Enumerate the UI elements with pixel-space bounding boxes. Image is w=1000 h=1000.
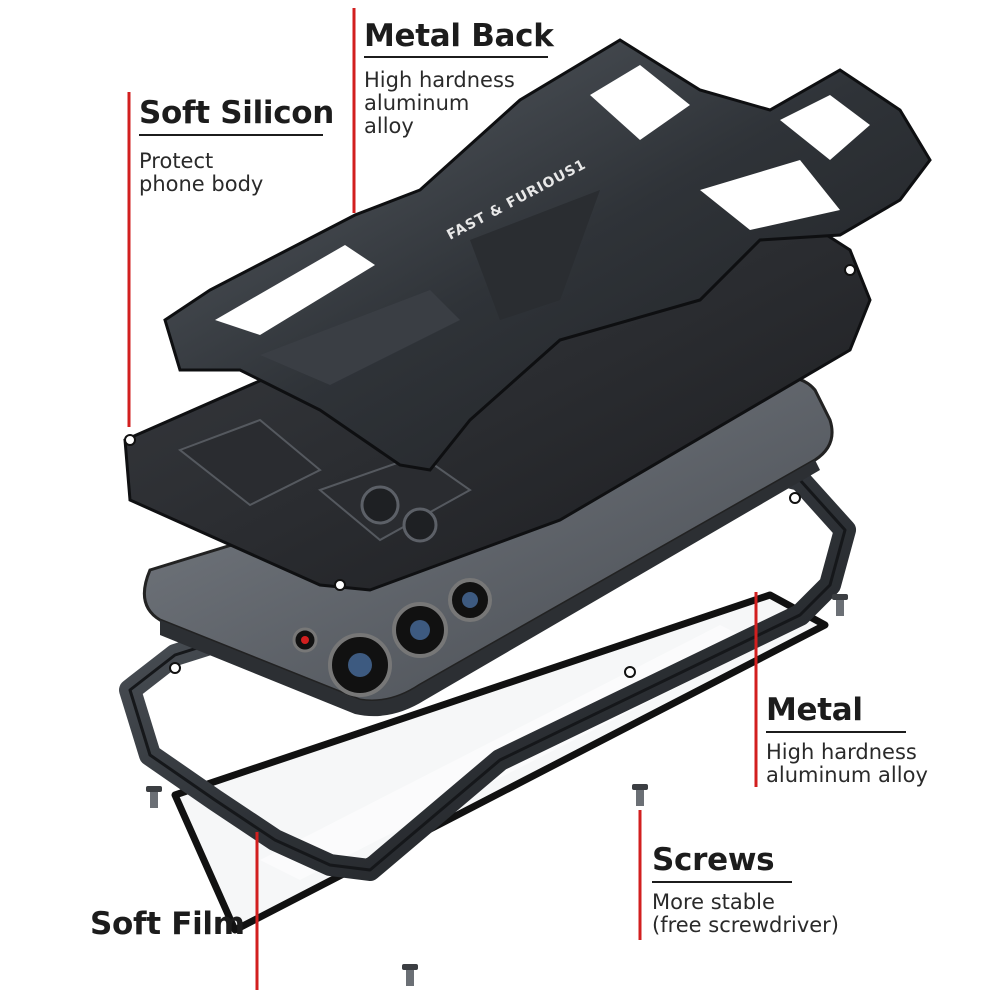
screw-icon-group [146, 594, 848, 986]
screw-icon [832, 594, 848, 616]
callout-desc-soft-silicon: Protect phone body [139, 149, 264, 196]
callout-rule-screws [652, 881, 792, 883]
callout-desc-metal-back: High hardness aluminum alloy [364, 68, 515, 138]
callout-title-metal: Metal [766, 692, 863, 728]
metal-back-plate: FAST & FURIOUS1 [163, 38, 932, 472]
callout-title-soft-film: Soft Film [90, 906, 245, 942]
callout-rule-metal-back [364, 56, 548, 58]
callout-rule-soft-silicon [139, 134, 323, 136]
callout-title-metal-back: Metal Back [364, 18, 554, 54]
phone-cameras [292, 578, 492, 697]
callout-title-screws: Screws [652, 842, 775, 878]
callout-rule-metal [766, 731, 906, 733]
screw-icon [632, 784, 648, 806]
callout-desc-metal: High hardness aluminum alloy [766, 740, 928, 787]
callout-desc-screws: More stable (free screwdriver) [652, 890, 840, 937]
callout-title-soft-silicon: Soft Silicon [139, 95, 335, 131]
screw-icon [402, 964, 418, 986]
screw-icon [146, 786, 162, 808]
callout-leader-lines [127, 8, 758, 990]
